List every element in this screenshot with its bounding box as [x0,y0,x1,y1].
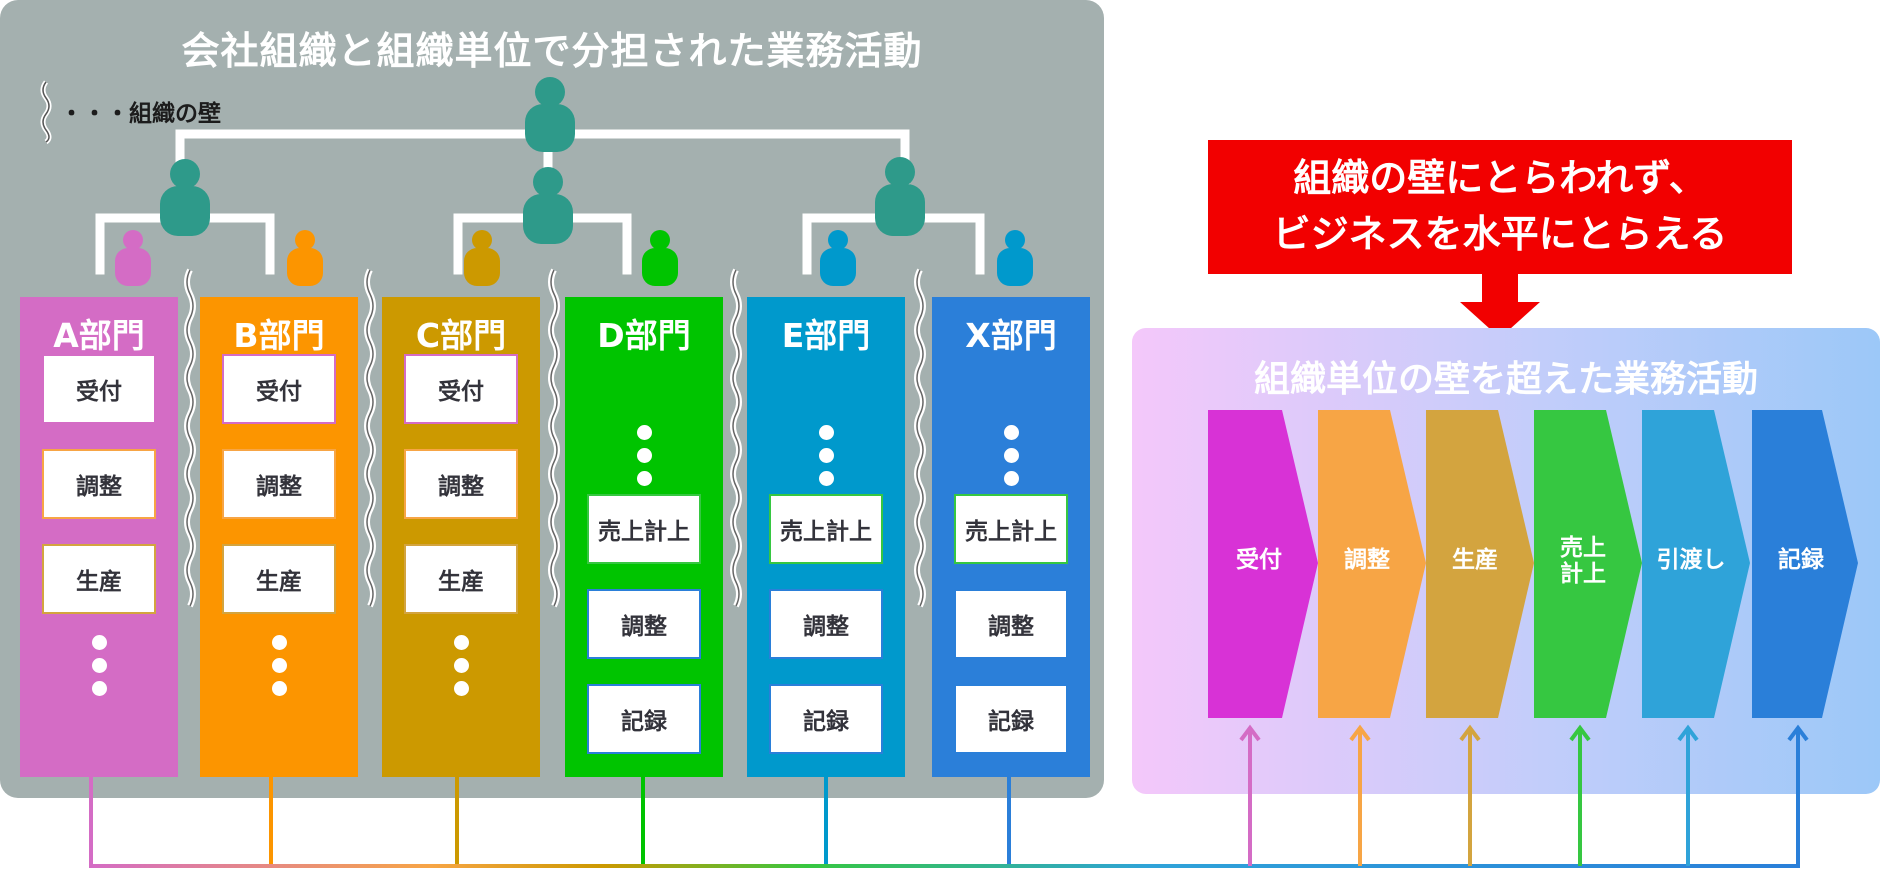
organization-panel-title: 会社組織と組織単位で分担された業務活動 [181,29,923,73]
callout-line-1: 組織の壁にとらわれず、 [1293,156,1707,200]
task-box: 売上計上 [587,494,701,564]
task-box: 生産 [42,544,156,614]
task-box: 記録 [769,684,883,754]
callout-box: 組織の壁にとらわれず、 ビジネスを水平にとらえる [1208,140,1792,274]
process-label: 売上 計上 [1534,533,1632,589]
process-step-seisan [1426,410,1534,718]
task-box: 売上計上 [769,494,883,564]
ellipsis-icon [932,425,1090,494]
process-label: 記録 [1778,547,1824,573]
task-box: 記録 [954,684,1068,754]
ellipsis-icon [200,635,358,704]
ellipsis-icon [20,635,178,704]
task-box: 調整 [954,589,1068,659]
process-label-line: 計上 [1560,561,1606,587]
wall-legend-icon [40,80,52,144]
department-c: C部門 受付 調整 生産 [382,297,540,777]
department-e: E部門 売上計上 調整 記録 [747,297,905,777]
task-box: 記録 [587,684,701,754]
task-box: 調整 [222,449,336,519]
process-label-line: 売上 [1560,535,1606,561]
org-chart [95,77,1033,286]
staff-person-icons [115,230,1033,286]
ceo-person-icon [525,77,575,152]
process-step-chousei [1318,410,1426,718]
process-step-uketsuke [1208,410,1318,718]
process-step-kiroku [1752,410,1858,718]
ellipsis-icon [382,635,540,704]
process-step-hikiwatashi [1642,410,1750,718]
department-d: D部門 売上計上 調整 記録 [565,297,723,777]
task-box: 売上計上 [954,494,1068,564]
ellipsis-icon [747,425,905,494]
task-box: 調整 [42,449,156,519]
department-name: A部門 [53,316,145,355]
task-box: 受付 [222,354,336,424]
manager-person-icon [523,167,573,244]
process-label: 調整 [1344,547,1390,573]
manager-icons [160,77,925,244]
manager-person-icon [875,157,925,236]
arrowheads [1239,724,1809,742]
department-name: D部門 [597,316,691,355]
process-label: 引渡し [1656,547,1726,573]
process-step-uriage [1534,410,1642,718]
department-name: E部門 [781,316,871,355]
wall-legend-label: ・・・組織の壁 [60,101,221,127]
cross-org-panel-title: 組織単位の壁を超えた業務活動 [1253,359,1758,400]
callout-arrow-down-icon [1460,272,1540,338]
department-a: A部門 受付 調整 生産 [20,297,178,777]
task-box: 受付 [42,354,156,424]
callout-line-2: ビジネスを水平にとらえる [1272,212,1728,256]
task-box: 受付 [404,354,518,424]
manager-person-icon [160,159,210,236]
process-label: 受付 [1236,547,1282,573]
department-name: C部門 [415,316,507,355]
task-box: 調整 [404,449,518,519]
department-name: B部門 [233,316,325,355]
department-name: X部門 [965,316,1057,355]
department-b: B部門 受付 調整 生産 [200,297,358,777]
process-label: 生産 [1452,547,1498,573]
task-box: 生産 [404,544,518,614]
task-box: 調整 [769,589,883,659]
process-flow [1208,410,1858,718]
department-x: X部門 売上計上 調整 記録 [932,297,1090,777]
task-box: 調整 [587,589,701,659]
task-box: 生産 [222,544,336,614]
ellipsis-icon [565,425,723,494]
